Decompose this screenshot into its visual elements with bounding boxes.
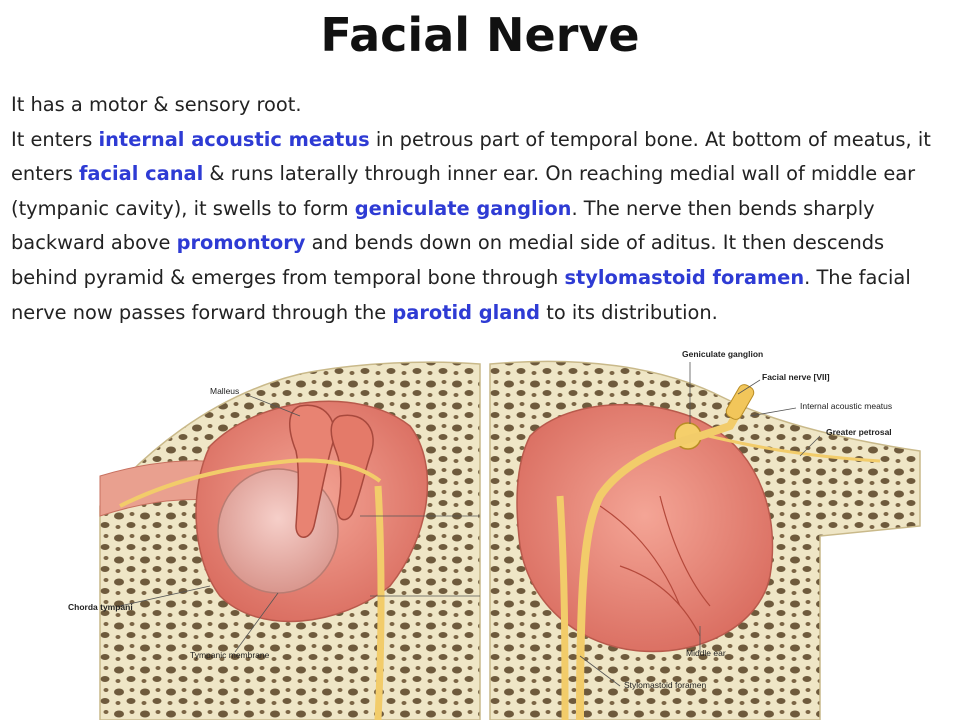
text-segment: . The facial nerve now passes forward th… <box>11 265 911 324</box>
body-paragraph: It has a motor & sensory root. It enters… <box>11 88 956 330</box>
label-geniculate-ganglion: Geniculate ganglion <box>682 349 764 359</box>
facial-nerve-canal <box>576 389 754 721</box>
term-promontory: promontory <box>176 231 306 255</box>
greater-petrosal-nerve <box>699 432 881 463</box>
text-segment: in petrous part of temporal bone. At bot… <box>11 127 931 186</box>
term-geniculate-ganglion: geniculate ganglion <box>354 196 572 220</box>
ear-anatomy-figure: Malleus Chorda tympani Tympanic membrane… <box>60 349 960 721</box>
text-segment: & runs laterally through inner ear. On r… <box>11 162 916 220</box>
label-middle-ear: Middle ear <box>686 648 726 658</box>
term-internal-acoustic-meatus: internal acoustic meatus <box>98 127 370 151</box>
text-segment: It enters <box>11 127 99 151</box>
term-parotid-gland: parotid gland <box>392 300 541 324</box>
chorda-tympani-nerve <box>119 458 382 508</box>
label-malleus: Malleus <box>210 386 240 396</box>
text-segment: to its distribution. <box>540 300 718 324</box>
promontory-vessels <box>599 495 711 637</box>
left-facial-nerve-descending <box>374 485 385 721</box>
page-title: Facial Nerve <box>320 8 640 62</box>
label-internal-acoustic-meatus: Internal acoustic meatus <box>800 401 893 411</box>
label-stylomastoid-foramen: Stylomastoid foramen <box>624 680 707 690</box>
ear-anatomy-illustration <box>99 356 921 721</box>
term-facial-canal: facial canal <box>79 162 204 186</box>
term-stylomastoid-foramen: stylomastoid foramen <box>564 265 805 289</box>
label-facial-nerve: Facial nerve [VII] <box>762 372 830 382</box>
leader-lines <box>119 362 821 687</box>
text-segment: . The nerve then bends sharply backward … <box>11 196 875 255</box>
text-segment: and bends down on medial side of aditus.… <box>11 231 885 289</box>
label-chorda-tympani: Chorda tympani <box>68 602 133 612</box>
internal-acoustic-meatus-stub <box>725 384 755 420</box>
label-greater-petrosal: Greater petrosal <box>826 427 892 437</box>
label-tympanic-membrane: Tympanic membrane <box>190 650 270 660</box>
stylomastoid-nerve-exit <box>556 495 569 721</box>
text-line-motor-sensory: It has a motor & sensory root. <box>11 93 302 116</box>
